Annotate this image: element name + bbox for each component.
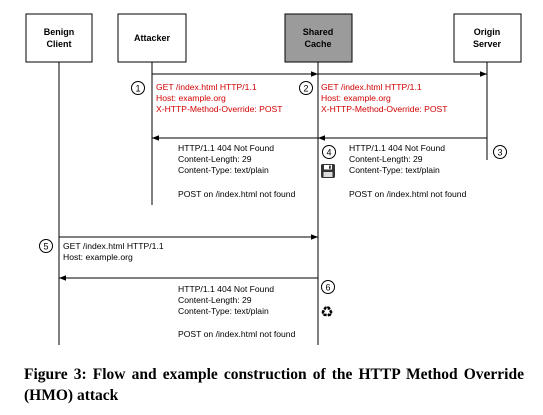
message-line: X-HTTP-Method-Override: POST <box>321 104 448 114</box>
message-line: Content-Type: text/plain <box>178 306 269 316</box>
message-line: POST on /index.html not found <box>349 189 467 199</box>
step-number: 3 <box>497 148 502 158</box>
figure-caption: Figure 3: Flow and example construction … <box>24 366 524 404</box>
message-line: Content-Type: text/plain <box>349 165 440 175</box>
actor-origin-server: Origin Server <box>453 13 522 63</box>
actor-label-line2: Client <box>46 39 71 49</box>
actor-label-line1: Origin <box>474 27 501 37</box>
message-line: Content-Type: text/plain <box>178 165 269 175</box>
message-line: GET /index.html HTTP/1.1 <box>321 82 422 92</box>
step-marker-2: 2 <box>299 81 313 95</box>
step-marker-1: 1 <box>131 81 145 95</box>
floppy-disk-icon <box>321 164 335 178</box>
actor-shared-cache: Shared Cache <box>284 13 353 63</box>
actor-label-line1: Attacker <box>134 33 171 43</box>
recycle-icon: ♻ <box>320 304 333 321</box>
actor-benign-client: Benign Client <box>25 13 93 63</box>
step-number: 2 <box>303 84 308 94</box>
step-marker-4: 4 <box>322 145 336 159</box>
step-marker-6: 6 <box>321 280 335 294</box>
message-line: Host: example.org <box>321 93 391 103</box>
svg-text:♻: ♻ <box>320 304 333 321</box>
message-step2-request: GET /index.html HTTP/1.1 Host: example.o… <box>321 82 448 114</box>
message-step3-response: HTTP/1.1 404 Not Found Content-Length: 2… <box>349 143 467 199</box>
actor-label-line1: Shared <box>303 27 334 37</box>
message-line: Content-Length: 29 <box>178 295 252 305</box>
step-number: 1 <box>135 84 140 94</box>
message-step5-request: GET /index.html HTTP/1.1 Host: example.o… <box>63 241 164 262</box>
message-line: HTTP/1.1 404 Not Found <box>178 143 274 153</box>
step-number: 6 <box>325 283 330 293</box>
message-line: Content-Length: 29 <box>178 154 252 164</box>
message-line: POST on /index.html not found <box>178 329 296 339</box>
message-line: GET /index.html HTTP/1.1 <box>63 241 164 251</box>
message-line: GET /index.html HTTP/1.1 <box>156 82 257 92</box>
message-step6-response: HTTP/1.1 404 Not Found Content-Length: 2… <box>178 284 296 339</box>
step-number: 5 <box>43 242 48 252</box>
message-step1-request: GET /index.html HTTP/1.1 Host: example.o… <box>156 82 283 114</box>
message-line: HTTP/1.1 404 Not Found <box>178 284 274 294</box>
message-line: Host: example.org <box>63 252 133 262</box>
actor-label-line2: Server <box>473 39 502 49</box>
message-line: X-HTTP-Method-Override: POST <box>156 104 283 114</box>
actor-label-line1: Benign <box>44 27 75 37</box>
actor-attacker: Attacker <box>117 13 187 63</box>
message-line: HTTP/1.1 404 Not Found <box>349 143 445 153</box>
message-line: Content-Length: 29 <box>349 154 423 164</box>
message-step4-response: HTTP/1.1 404 Not Found Content-Length: 2… <box>178 143 296 199</box>
actor-label-line2: Cache <box>304 39 331 49</box>
message-line: POST on /index.html not found <box>178 189 296 199</box>
message-line: Host: example.org <box>156 93 226 103</box>
step-marker-3: 3 <box>493 145 507 159</box>
step-number: 4 <box>326 148 331 158</box>
step-marker-5: 5 <box>39 239 53 253</box>
